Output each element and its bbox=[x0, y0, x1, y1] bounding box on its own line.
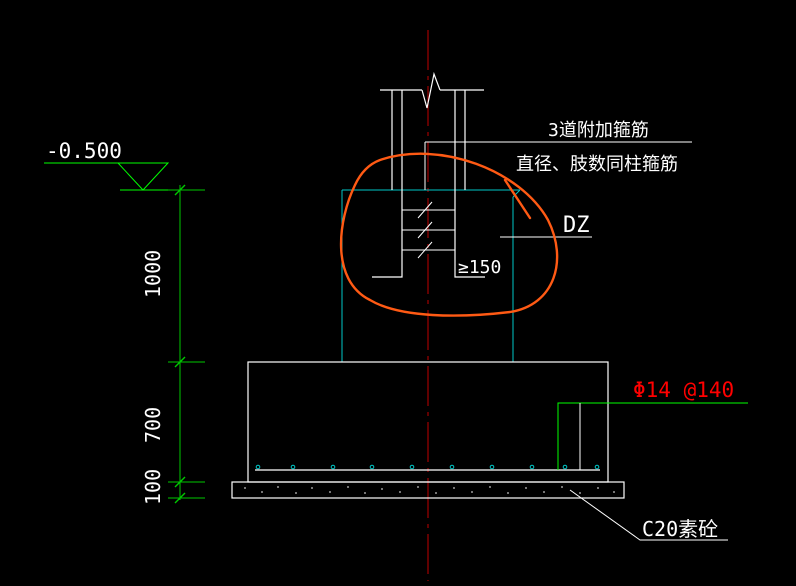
pedestal-rebars: ≥150 bbox=[372, 190, 501, 278]
extra-stirrups-label: 3道附加箍筋 bbox=[548, 120, 649, 141]
pedestal-outline bbox=[341, 189, 521, 362]
stirrups-note-label: 直径、肢数同柱箍筋 bbox=[516, 154, 678, 175]
triangle-elevation-icon bbox=[116, 162, 170, 191]
dimension-chain: 1000 700 100 bbox=[141, 184, 205, 505]
column-above bbox=[380, 71, 692, 190]
concrete-label: C20素砼 bbox=[642, 517, 718, 541]
min-length-label: ≥150 bbox=[458, 257, 501, 278]
concrete-hatch bbox=[244, 486, 615, 494]
rebar-callout: Φ14 @140 bbox=[557, 378, 748, 470]
concrete-leader bbox=[569, 489, 728, 541]
elevation-label: -0.500 bbox=[46, 139, 122, 163]
concrete-base bbox=[231, 481, 625, 499]
rebar-dots bbox=[255, 464, 600, 470]
dimension-1000: 1000 bbox=[141, 250, 165, 298]
dz-label: DZ bbox=[563, 213, 590, 238]
dimension-100: 100 bbox=[141, 469, 165, 505]
rebar-spec-label: Φ14 @140 bbox=[633, 378, 734, 402]
highlight-circle bbox=[339, 152, 559, 317]
dimension-700: 700 bbox=[141, 407, 165, 443]
break-line-icon bbox=[421, 71, 441, 109]
elevation-marker: -0.500 bbox=[44, 139, 205, 191]
